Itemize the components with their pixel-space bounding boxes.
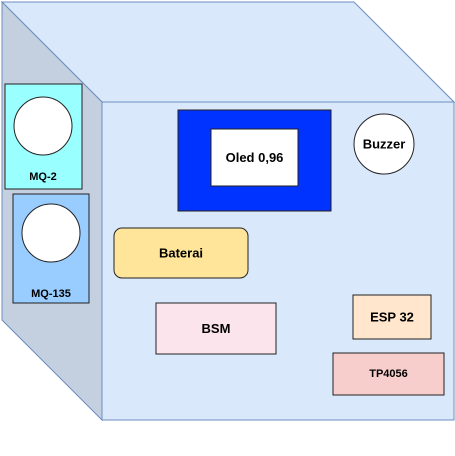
mq135-sensor: MQ-135 (12, 193, 90, 304)
esp32-box (352, 294, 432, 340)
tp4056-module: TP4056 (332, 352, 445, 396)
battery-label: Baterai (159, 246, 203, 261)
bsm-label: BSM (202, 321, 231, 336)
buzzer-label: Buzzer (363, 137, 406, 152)
esp32-label: ESP 32 (370, 310, 414, 325)
battery: Baterai (113, 227, 249, 279)
bsm-module: BSM (155, 302, 277, 355)
oled-label: Oled 0,96 (226, 150, 284, 165)
mq135-label: MQ-135 (31, 288, 71, 300)
oled-display: Oled 0,96 (177, 109, 332, 212)
mq2-sensor-circle (13, 96, 73, 156)
mq2-label: MQ-2 (29, 171, 57, 183)
mq135-sensor-circle (21, 203, 81, 263)
bsm-box (155, 302, 277, 355)
tp4056-label: TP4056 (369, 368, 408, 380)
buzzer-circle (353, 113, 415, 175)
esp32-module: ESP 32 (352, 294, 432, 340)
oled-screen (210, 128, 299, 187)
battery-box (113, 227, 249, 279)
tp4056-box (332, 352, 445, 396)
buzzer: Buzzer (353, 113, 415, 175)
mq2-sensor: MQ-2 (4, 83, 83, 190)
